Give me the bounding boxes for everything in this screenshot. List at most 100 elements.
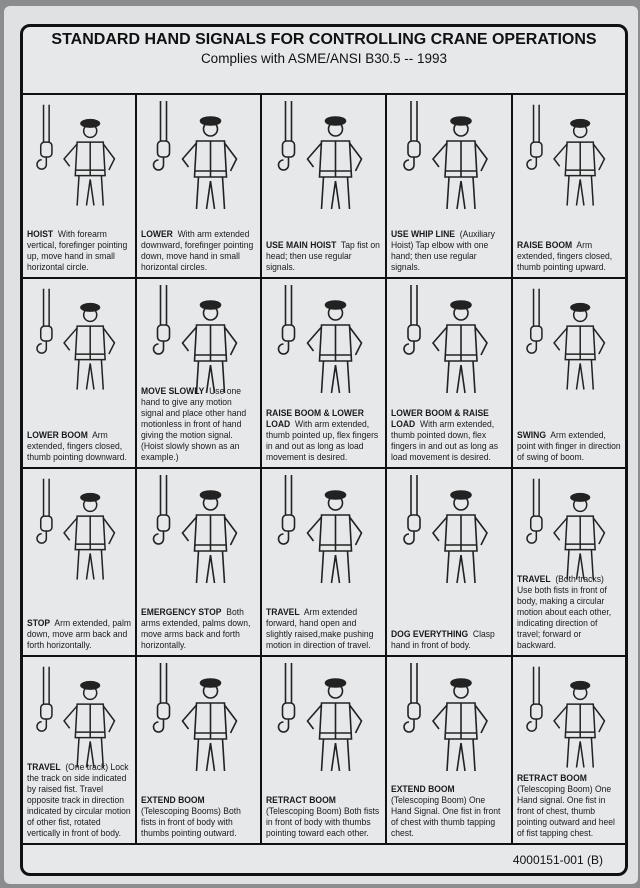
- crane-hook-icon: [403, 475, 421, 545]
- worker-figure-icon: [431, 490, 488, 584]
- signal-description: With forearm vertical, forefinger pointi…: [27, 229, 128, 272]
- signal-cell: TRAVEL (Both tracks) Use both fists in f…: [513, 469, 625, 657]
- signal-illustration: [23, 475, 135, 587]
- worker-figure-icon: [181, 678, 238, 772]
- crane-hook-icon: [403, 663, 421, 733]
- signal-caption: SWING Arm extended, point with finger in…: [517, 430, 621, 463]
- signal-illustration: [262, 285, 385, 397]
- worker-figure-icon: [63, 492, 116, 580]
- worker-figure-icon: [306, 116, 363, 210]
- signal-cell: RAISE BOOM & LOWER LOAD With arm extende…: [262, 279, 387, 469]
- signal-cell: TRAVEL (One track) Lock the track on sid…: [23, 657, 137, 843]
- signal-illustration: [23, 285, 135, 397]
- worker-figure-icon: [553, 302, 606, 390]
- signal-caption: STOP Arm extended, palm down, move arm b…: [27, 618, 131, 651]
- signal-cell: EXTEND BOOM (Telescoping Boom) One Hand …: [387, 657, 513, 843]
- signal-cell: LOWER BOOM & RAISE LOAD With arm extende…: [387, 279, 513, 469]
- signal-name: LOWER BOOM & RAISE LOAD: [391, 408, 489, 429]
- signal-caption: LOWER BOOM Arm extended, fingers closed,…: [27, 430, 131, 463]
- signal-cell: DOG EVERYTHING Clasp hand in front of bo…: [387, 469, 513, 657]
- crane-hook-icon: [36, 104, 53, 170]
- crane-hook-icon: [36, 288, 53, 354]
- signal-name: EXTEND BOOM: [141, 795, 205, 805]
- signal-description: Clasp hand in front of body.: [391, 629, 495, 650]
- signal-illustration: [387, 285, 511, 397]
- worker-figure-icon: [431, 678, 488, 772]
- signal-cell: LOWER BOOM Arm extended, fingers closed,…: [23, 279, 137, 469]
- worker-figure-icon: [306, 490, 363, 584]
- signal-caption: EXTEND BOOM (Telescoping Booms) Both fis…: [141, 795, 256, 839]
- signal-illustration: [137, 285, 260, 397]
- signal-caption: USE WHIP LINE (Auxiliary Hoist) Tap elbo…: [391, 229, 507, 273]
- signal-name: USE WHIP LINE: [391, 229, 456, 239]
- signal-name: MOVE SLOWLY: [141, 386, 205, 396]
- crane-hook-icon: [36, 666, 53, 732]
- signal-caption: RAISE BOOM Arm extended, fingers closed,…: [517, 240, 621, 273]
- signal-cell: STOP Arm extended, palm down, move arm b…: [23, 469, 137, 657]
- crane-hook-icon: [277, 663, 296, 733]
- signal-illustration: [23, 663, 135, 775]
- signal-description: (Auxiliary Hoist) Tap elbow with one han…: [391, 229, 495, 272]
- crane-hook-icon: [403, 285, 421, 355]
- signal-caption: RAISE BOOM & LOWER LOAD With arm extende…: [266, 408, 381, 463]
- worker-figure-icon: [181, 116, 238, 210]
- worker-figure-icon: [63, 302, 116, 390]
- signal-illustration: [513, 101, 625, 213]
- signal-name: TRAVEL: [27, 762, 61, 772]
- signal-illustration: [513, 475, 625, 587]
- signal-name: LOWER: [141, 229, 173, 239]
- chart-subtitle: Complies with ASME/ANSI B30.5 -- 1993: [200, 51, 448, 66]
- signal-name: EXTEND BOOM: [391, 784, 455, 794]
- crane-hook-icon: [403, 101, 421, 171]
- signal-name: HOIST: [27, 229, 54, 239]
- crane-hook-icon: [277, 475, 296, 545]
- signal-description: With arm extended, thumb pointed down, f…: [391, 419, 498, 462]
- signal-description: With arm extended, thumb pointed up, fle…: [266, 419, 379, 462]
- worker-figure-icon: [181, 490, 238, 584]
- signal-illustration: [513, 663, 625, 775]
- signal-caption: HOIST With forearm vertical, forefinger …: [27, 229, 131, 273]
- signal-name: LOWER BOOM: [27, 430, 88, 440]
- signal-cell: USE WHIP LINE (Auxiliary Hoist) Tap elbo…: [387, 95, 513, 279]
- signal-illustration: [137, 475, 260, 587]
- signal-illustration: [262, 663, 385, 775]
- signal-cell: RAISE BOOM Arm extended, fingers closed,…: [513, 95, 625, 279]
- signal-description: Tap fist on head; then use regular signa…: [266, 240, 380, 272]
- signal-illustration: [23, 101, 135, 213]
- signal-name: STOP: [27, 618, 51, 628]
- signal-name: RETRACT BOOM: [517, 773, 587, 783]
- signal-cell: HOIST With forearm vertical, forefinger …: [23, 95, 137, 279]
- worker-figure-icon: [553, 680, 606, 768]
- signal-description: With arm extended downward, forefinger p…: [141, 229, 254, 272]
- signal-illustration: [387, 663, 511, 775]
- sign-sheet: STANDARD HAND SIGNALS FOR CONTROLLING CR…: [4, 6, 638, 884]
- signal-caption: EMERGENCY STOP Both arms extended, palms…: [141, 607, 256, 651]
- worker-figure-icon: [553, 118, 606, 206]
- signal-cell: SWING Arm extended, point with finger in…: [513, 279, 625, 469]
- signal-name: RAISE BOOM: [517, 240, 573, 250]
- signal-caption: TRAVEL (One track) Lock the track on sid…: [27, 762, 131, 839]
- signal-description: Arm extended, palm down, move arm back a…: [27, 618, 131, 650]
- crane-hook-icon: [526, 104, 543, 170]
- worker-figure-icon: [553, 492, 606, 580]
- signal-description: (Telescoping Boom) One Hand Signal. One …: [391, 795, 501, 838]
- signal-description: (Telescoping Boom) Both fists in front o…: [266, 806, 380, 838]
- signal-name: SWING: [517, 430, 546, 440]
- crane-hook-icon: [152, 663, 171, 733]
- signal-name: RAISE BOOM & LOWER LOAD: [266, 408, 364, 429]
- crane-hook-icon: [152, 285, 171, 355]
- signal-cell: MOVE SLOWLY Use one hand to give any mot…: [137, 279, 262, 469]
- signal-caption: MOVE SLOWLY Use one hand to give any mot…: [141, 386, 256, 463]
- signal-illustration: [387, 475, 511, 587]
- signal-cell: EMERGENCY STOP Both arms extended, palms…: [137, 469, 262, 657]
- signal-cell: RETRACT BOOM (Telescoping Boom) Both fis…: [262, 657, 387, 843]
- signal-name: USE MAIN HOIST: [266, 240, 337, 250]
- signal-caption: USE MAIN HOIST Tap fist on head; then us…: [266, 240, 381, 273]
- crane-hook-icon: [526, 666, 543, 732]
- signal-illustration: [513, 285, 625, 397]
- worker-figure-icon: [431, 300, 488, 394]
- crane-hook-icon: [152, 101, 171, 171]
- signal-cell: EXTEND BOOM (Telescoping Booms) Both fis…: [137, 657, 262, 843]
- worker-figure-icon: [63, 680, 116, 768]
- worker-figure-icon: [306, 678, 363, 772]
